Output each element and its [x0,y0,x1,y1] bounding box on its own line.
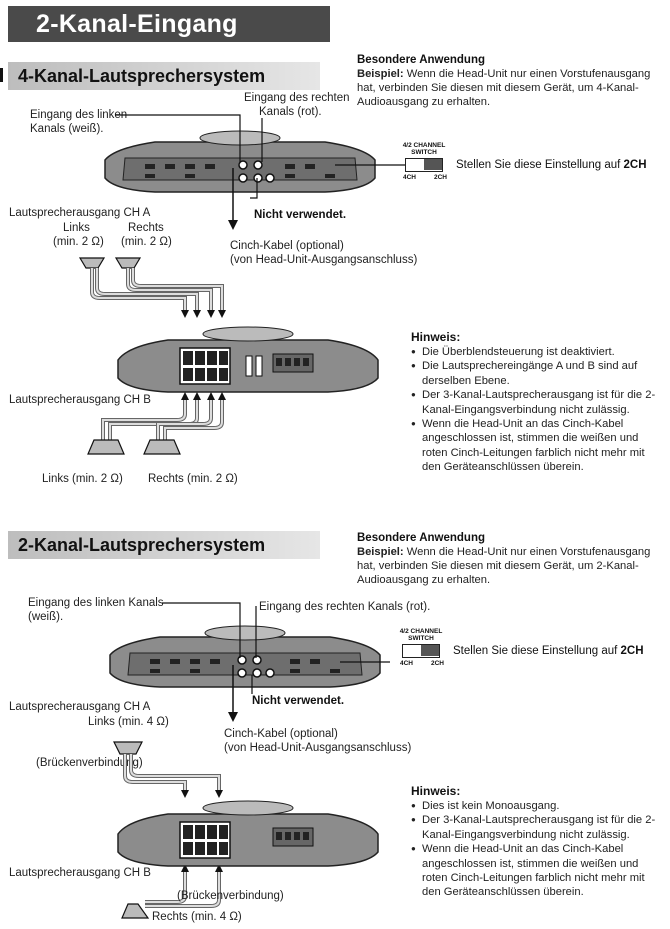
channel-switch-1[interactable] [405,158,443,172]
speaker-icon [113,741,143,755]
special-application-title: Besondere Anwendung [357,532,485,544]
hint-item: Wenn die Head-Unit an das Cinch-Kabel an… [411,842,665,900]
hint-item: Der 3-Kanal-Lautsprecherausgang ist für … [411,388,665,417]
amplifier-2-illustration [117,326,379,393]
not-used-label-2: Nicht verwendet. [252,695,345,707]
cinch-cable-source-label-1: (von Head-Unit-Ausgangsanschluss) [230,254,418,266]
special-application-text: Beispiel: Wenn die Head-Unit nur einen V… [357,68,651,108]
left-speaker-a-label-line2: (min. 2 Ω) [53,236,104,248]
amplifier-1-illustration [104,130,376,193]
left-input-label-line1-2: Eingang des linken Kanals [28,597,164,609]
cinch-cable-source-label-2: (von Head-Unit-Ausgangsanschluss) [224,742,412,754]
bridge-connection-label-top: (Brückenverbindung) [36,757,143,769]
hint-item: Die Lautsprechereingänge A und B sind au… [411,359,665,388]
right-speaker-a-label-line2: (min. 2 Ω) [121,236,172,248]
speaker-output-ch-a-label-2: Lautsprecherausgang CH A [9,701,151,713]
speaker-output-ch-b-label-1: Lautsprecherausgang CH B [9,394,151,406]
amplifier-3-illustration [109,625,381,688]
special-application-text: Beispiel: Wenn die Head-Unit nur einen V… [357,546,651,586]
left-speaker-a-label-line1: Links [63,222,90,234]
speaker-icon [143,439,181,455]
left-speaker-a-label-2: Links (min. 4 Ω) [88,716,169,728]
left-speaker-b-label-1: Links (min. 2 Ω) [42,473,123,485]
cinch-cable-label-2: Cinch-Kabel (optional) [224,728,338,740]
bridge-connection-label-bottom: (Brückenverbindung) [177,890,284,902]
page-title: 2-Kanal-Eingang [8,6,330,42]
hint-item: Dies ist kein Monoausgang. [411,799,665,814]
switch-slider [421,645,439,656]
hint-item: Die Überblendsteuerung ist deaktiviert. [411,345,665,360]
special-application-title: Besondere Anwendung [357,54,485,66]
speaker-output-ch-b-label-2: Lautsprecherausgang CH B [9,867,151,879]
left-input-label-line2-2: (weiß). [28,611,64,623]
switch-slider [424,159,442,170]
cinch-cable-label-1: Cinch-Kabel (optional) [230,240,344,252]
hint-block-2: Hinweis: Dies ist kein Monoausgang. Der … [411,784,665,900]
not-used-label-1: Nicht verwendet. [254,209,347,221]
hint-list-2: Dies ist kein Monoausgang. Der 3-Kanal-L… [411,799,665,900]
hint-item: Wenn die Head-Unit an das Cinch-Kabel an… [411,417,665,475]
hint-title-1: Hinweis: [411,330,461,344]
left-input-label: Eingang des linken Kanals (weiß). [30,109,128,135]
amplifier-4-illustration [117,800,379,867]
hint-item: Der 3-Kanal-Lautsprecherausgang ist für … [411,813,665,842]
channel-switch-caption-1: 4/2 CHANNEL SWITCH [402,142,446,156]
right-speaker-b-label-2: Rechts (min. 4 Ω) [152,911,242,923]
hint-block-1: Hinweis: Die Überblendsteuerung ist deak… [411,330,665,475]
right-input-label-2: Eingang des rechten Kanals (rot). [259,601,431,613]
channel-switch-caption-2: 4/2 CHANNEL SWITCH [399,628,443,642]
channel-switch-2[interactable] [402,644,440,658]
speaker-icon [121,903,150,919]
speaker-output-ch-a-label-1: Lautsprecherausgang CH A [9,207,151,219]
right-speaker-b-label-1: Rechts (min. 2 Ω) [148,473,238,485]
speaker-icon [87,439,125,455]
special-application-block-2ch: Besondere Anwendung Beispiel: Wenn die H… [357,531,665,587]
page-edge-mark [0,68,3,82]
section-title-2ch: 2-Kanal-Lautsprechersystem [8,531,320,559]
hint-list-1: Die Überblendsteuerung ist deaktiviert. … [411,345,665,475]
switch-setting-instruction-1: Stellen Sie diese Einstellung auf 2CH [456,159,647,171]
right-input-label-line1: Eingang des rechten [244,92,350,104]
right-speaker-a-label-line1: Rechts [128,222,164,234]
section-title-4ch: 4-Kanal-Lautsprechersystem [8,62,320,90]
switch-setting-instruction-2: Stellen Sie diese Einstellung auf 2CH [453,645,644,657]
special-application-block-4ch: Besondere Anwendung Beispiel: Wenn die H… [357,53,665,109]
hint-title-2: Hinweis: [411,784,461,798]
right-input-label-line2: Kanals (rot). [259,106,322,118]
